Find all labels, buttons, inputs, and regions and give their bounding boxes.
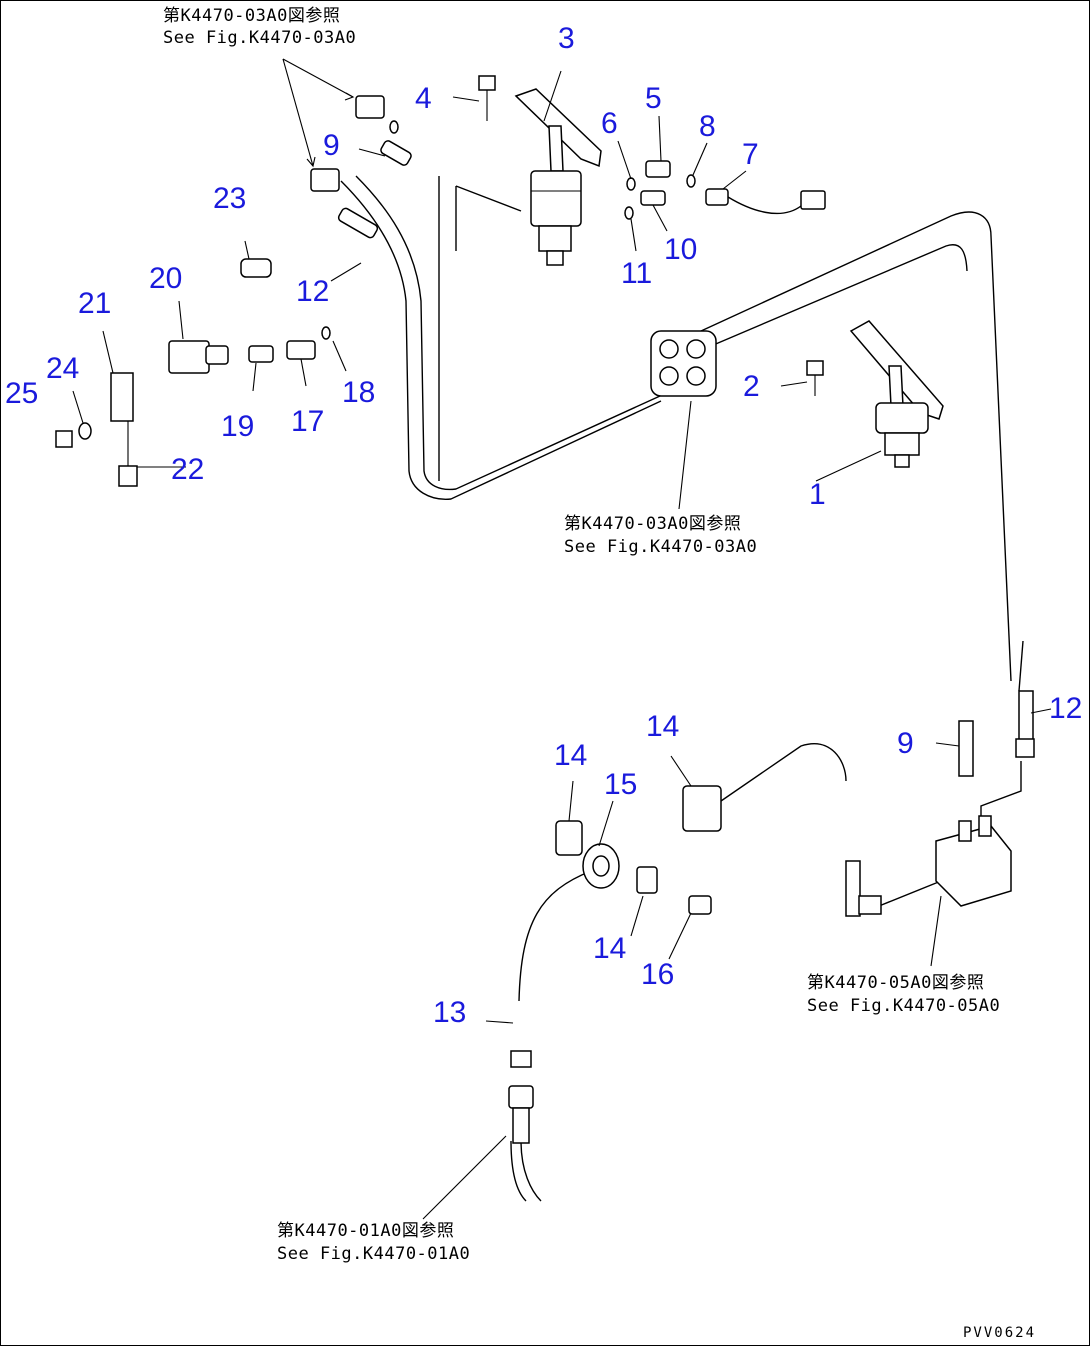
callout-25: 25: [5, 377, 38, 410]
callout-20: 20: [149, 262, 182, 295]
callout-11: 11: [621, 257, 652, 290]
callout-4: 4: [415, 82, 432, 115]
callout-23: 23: [213, 182, 246, 215]
callout-24: 24: [46, 352, 79, 385]
callout-5: 5: [645, 82, 662, 115]
drawing-code: PVV0624: [963, 1325, 1036, 1341]
callout-13: 13: [433, 996, 466, 1029]
reference-bottom-right-en: See Fig.K4470-05A0: [807, 996, 1000, 1016]
callout-9-right: 9: [897, 727, 914, 760]
reference-center-jp: 第K4470-03A0図参照: [564, 514, 741, 534]
callout-8: 8: [699, 110, 716, 143]
callout-2: 2: [743, 370, 760, 403]
reference-top-left-en: See Fig.K4470-03A0: [163, 28, 356, 48]
callout-1: 1: [809, 478, 826, 511]
callout-18: 18: [342, 376, 375, 409]
callout-22: 22: [171, 453, 204, 486]
callout-7: 7: [742, 138, 759, 171]
part-1-pedal-valve: [849, 320, 944, 468]
leader-lines: [72, 58, 1052, 1220]
callout-12-right: 12: [1049, 692, 1082, 725]
callout-15: 15: [604, 768, 637, 801]
reference-top-left-jp: 第K4470-03A0図参照: [163, 6, 340, 26]
small-fittings: [55, 75, 826, 1144]
callout-3: 3: [558, 22, 575, 55]
callout-19: 19: [221, 410, 254, 443]
callout-14-top: 14: [646, 710, 679, 743]
reference-notes: 第K4470-03A0図参照 See Fig.K4470-03A0 第K4470…: [163, 6, 1000, 1264]
callout-12-left: 12: [296, 275, 329, 308]
reference-bottom-en: See Fig.K4470-01A0: [277, 1244, 470, 1264]
callout-16: 16: [641, 958, 674, 991]
callout-14-bottom: 14: [593, 932, 626, 965]
callout-6: 6: [601, 107, 618, 140]
reference-bottom-right-jp: 第K4470-05A0図参照: [807, 973, 984, 993]
reference-bottom-jp: 第K4470-01A0図参照: [277, 1221, 454, 1241]
part-3-pedal-valve: [514, 88, 602, 266]
callout-9-top: 9: [323, 129, 340, 162]
hose-routes: [340, 175, 1024, 1202]
callout-numbers: 1 2 3 4 5 6 7 8 9 9 10 11 12 12 13 14 14…: [5, 22, 1082, 1029]
callout-17: 17: [291, 405, 324, 438]
junction-block: [650, 330, 717, 397]
callout-10: 10: [664, 233, 697, 266]
right-control-valve: [845, 690, 1035, 917]
reference-center-en: See Fig.K4470-03A0: [564, 537, 757, 557]
callout-21: 21: [78, 287, 111, 320]
callout-14-left: 14: [554, 739, 587, 772]
